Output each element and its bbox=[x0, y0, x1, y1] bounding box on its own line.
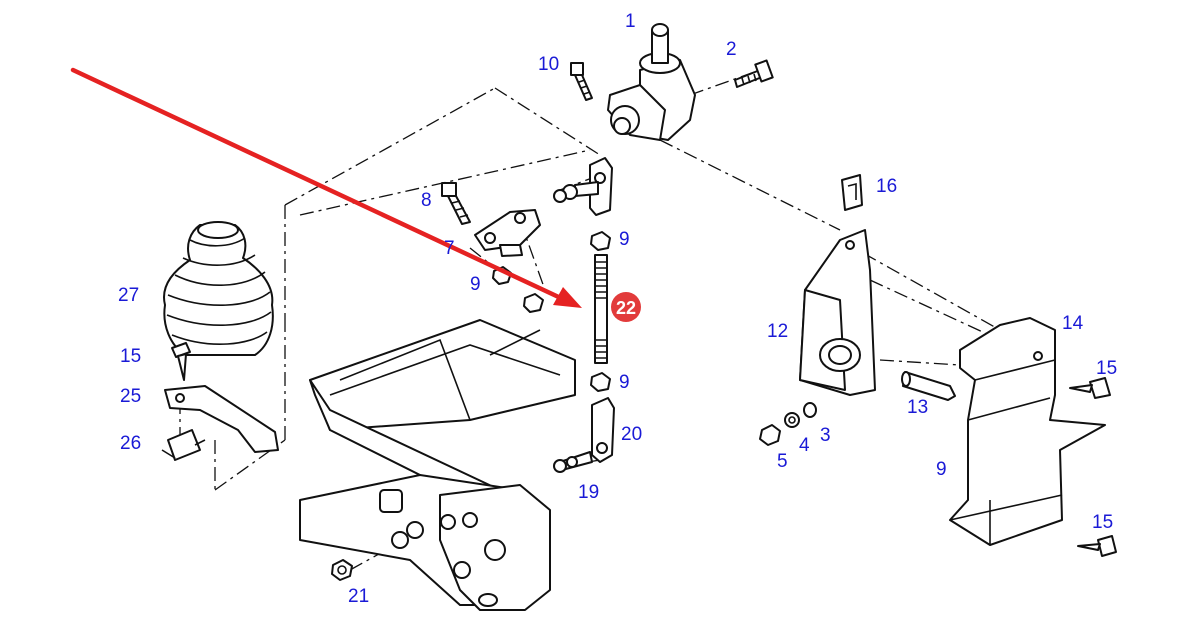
highlight-badge-label: 22 bbox=[616, 298, 636, 318]
callout-16: 16 bbox=[876, 176, 897, 197]
callout-15-lower-right: 15 bbox=[1092, 512, 1113, 533]
highlight-badge-22: 22 bbox=[611, 292, 641, 322]
callout-9-upper: 9 bbox=[619, 229, 630, 250]
main-lever-arm bbox=[299, 319, 576, 611]
callout-26: 26 bbox=[120, 433, 141, 454]
callout-9-lower: 9 bbox=[619, 372, 630, 393]
callout-labels: 1 2 10 8 7 9 9 9 9 16 27 15 25 26 12 14 … bbox=[118, 11, 1117, 607]
callout-25: 25 bbox=[120, 386, 141, 407]
callout-7: 7 bbox=[444, 238, 455, 259]
callout-15-left: 15 bbox=[120, 346, 141, 367]
part-25-plate bbox=[164, 385, 279, 453]
part-3-4-5-fasteners bbox=[759, 402, 817, 446]
part-13-pin bbox=[901, 371, 956, 401]
part-8-bolt bbox=[441, 182, 471, 225]
part-27-rubber-boot bbox=[163, 221, 274, 356]
callout-13: 13 bbox=[907, 397, 928, 418]
part-14-cover bbox=[949, 317, 1106, 546]
part-20-lower-rod-end bbox=[591, 397, 615, 463]
callout-9-left: 9 bbox=[470, 274, 481, 295]
callout-15-upper-right: 15 bbox=[1096, 358, 1117, 379]
part-upper-rod-end bbox=[553, 157, 613, 216]
callout-4: 4 bbox=[799, 435, 810, 456]
callout-10: 10 bbox=[538, 54, 559, 75]
callout-5: 5 bbox=[777, 451, 788, 472]
callout-27: 27 bbox=[118, 285, 139, 306]
callout-20: 20 bbox=[621, 424, 642, 445]
part-22-threaded-rod bbox=[594, 254, 608, 364]
part-10-bolt bbox=[570, 62, 593, 101]
part-16-clip bbox=[841, 174, 863, 211]
part-9-nuts bbox=[492, 231, 611, 392]
part-7-bracket bbox=[474, 209, 541, 257]
part-19-bolt bbox=[553, 451, 593, 473]
part-21-nut bbox=[331, 559, 353, 581]
callout-19: 19 bbox=[578, 482, 599, 503]
part-2-bolt bbox=[734, 59, 774, 88]
callout-2: 2 bbox=[726, 39, 737, 60]
callout-12: 12 bbox=[767, 321, 788, 342]
part-26-clip bbox=[161, 429, 206, 461]
part-12-bracket bbox=[799, 229, 876, 396]
part-15-screw-left bbox=[171, 342, 191, 381]
part-15-screws-right bbox=[1069, 377, 1117, 557]
callout-21: 21 bbox=[348, 586, 369, 607]
callout-3: 3 bbox=[820, 425, 831, 446]
red-arrow-pointer-icon bbox=[70, 67, 582, 308]
callout-1: 1 bbox=[625, 11, 636, 32]
callout-14: 14 bbox=[1062, 313, 1084, 334]
part-1-swivel-joint bbox=[607, 23, 696, 141]
callout-9-right: 9 bbox=[936, 459, 947, 480]
callout-8: 8 bbox=[421, 190, 432, 211]
